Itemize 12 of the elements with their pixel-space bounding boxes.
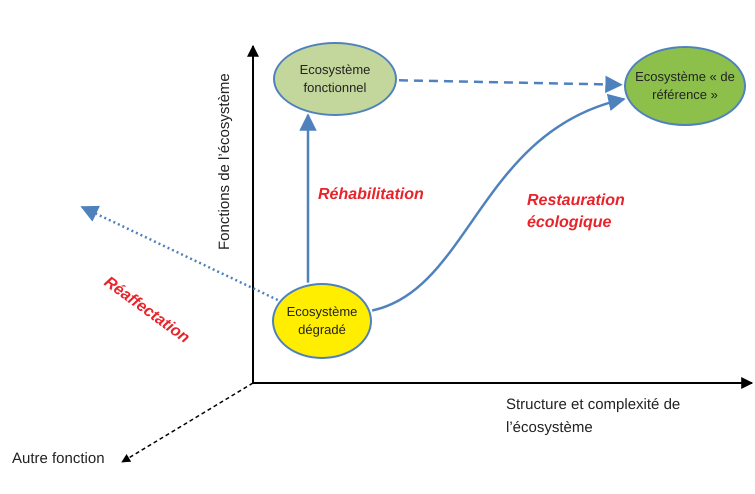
- arrow: [80, 206, 278, 302]
- arrow: [372, 95, 626, 312]
- axis-title: Structure et complexité de l’écosystème: [506, 395, 682, 438]
- ellipse-node: Ecosystème dégradé: [272, 283, 372, 359]
- axis-title: Fonctions de l’écosystème: [215, 73, 234, 250]
- ellipse-node: Ecosystème « de référence »: [624, 46, 746, 126]
- edge-label: Réhabilitation: [318, 185, 424, 205]
- arrow: [398, 76, 623, 94]
- arrow: [299, 113, 317, 283]
- axis-title: Autre fonction: [12, 449, 105, 469]
- edge-label: Restauration écologique: [527, 191, 626, 234]
- ellipse-node: Ecosystème fonctionnel: [273, 42, 397, 116]
